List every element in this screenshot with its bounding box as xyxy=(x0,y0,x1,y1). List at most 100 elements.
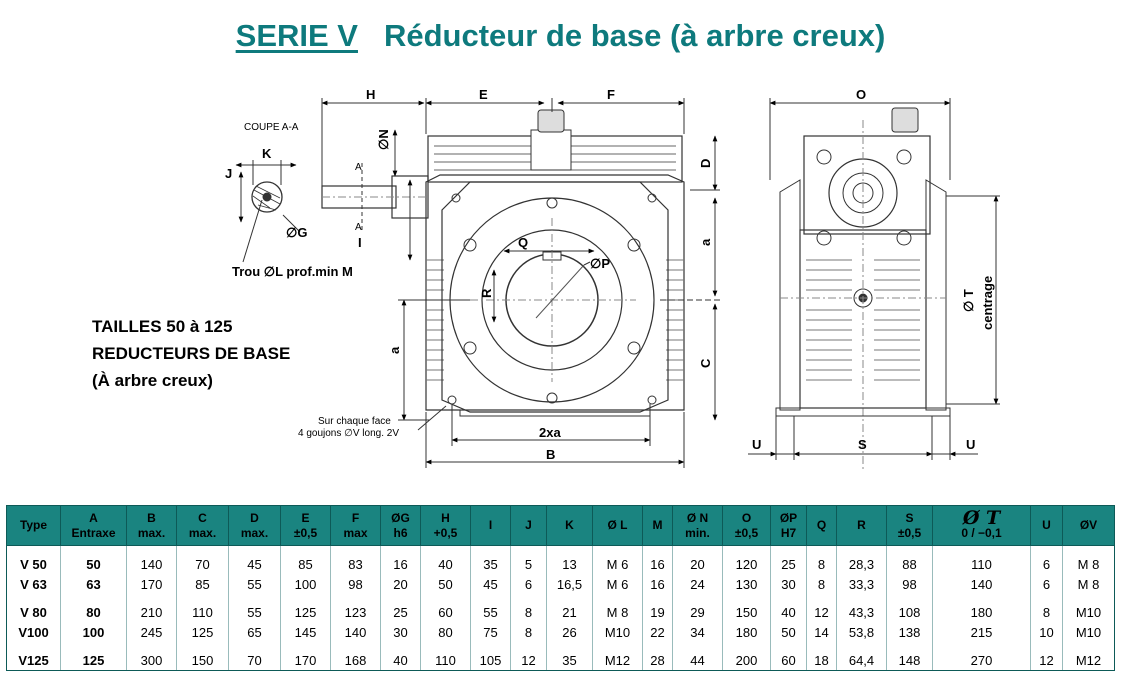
technical-drawing: COUPE A-A K J ∅G Trou ∅L prof.min M xyxy=(225,87,1000,470)
table-cell: 55 xyxy=(228,602,281,622)
spacer-row xyxy=(6,594,1115,602)
table-cell: 60 xyxy=(770,650,807,671)
table-cell: 13 xyxy=(546,554,593,574)
dim-t-label: ∅ T xyxy=(961,289,976,312)
table-cell: 105 xyxy=(470,650,511,671)
table-cell: 125 xyxy=(176,622,229,642)
table-cell: 123 xyxy=(330,602,381,622)
table-cell: 270 xyxy=(932,650,1031,671)
header-sublabel: 0 / −0,1 xyxy=(961,525,1002,540)
table-cell: 83 xyxy=(330,554,381,574)
header-sublabel: +0,5 xyxy=(433,525,458,540)
table-cell: 53,8 xyxy=(836,622,887,642)
spacer-cell xyxy=(420,545,471,554)
dim-g-label: ∅G xyxy=(286,225,307,240)
table-cell: 18 xyxy=(806,650,837,671)
dim-n-label: ∅N xyxy=(376,129,391,150)
spacer-cell xyxy=(510,594,547,602)
table-cell: 28,3 xyxy=(836,554,887,574)
table-cell: 43,3 xyxy=(836,602,887,622)
spacer-cell xyxy=(510,545,547,554)
table-cell: 26 xyxy=(546,622,593,642)
spacer-cell xyxy=(836,642,887,650)
header-sublabel: h6 xyxy=(393,525,408,540)
table-cell: M 6 xyxy=(592,574,643,594)
spacer-cell xyxy=(510,642,547,650)
table-cell: 130 xyxy=(722,574,771,594)
table-cell: 33,3 xyxy=(836,574,887,594)
table-cell: 98 xyxy=(330,574,381,594)
spacer-cell xyxy=(932,545,1031,554)
centrage-label: centrage xyxy=(980,276,995,330)
header-label: S xyxy=(905,510,914,525)
table-cell: 45 xyxy=(228,554,281,574)
table-cell: M12 xyxy=(592,650,643,671)
header-sublabel: ±0,5 xyxy=(897,525,922,540)
header-cell: K xyxy=(546,505,593,546)
table-cell: 145 xyxy=(280,622,331,642)
header-sublabel: ±0,5 xyxy=(293,525,318,540)
dim-p-label: ∅P xyxy=(590,256,610,271)
table-cell: 180 xyxy=(932,602,1031,622)
spacer-cell xyxy=(836,594,887,602)
dim-u-left-label: U xyxy=(752,437,761,452)
table-cell: 120 xyxy=(722,554,771,574)
header-label: ØG xyxy=(391,510,410,525)
table-cell: V 80 xyxy=(6,602,61,622)
table-cell: 20 xyxy=(380,574,421,594)
spacer-cell xyxy=(380,545,421,554)
table-cell: 140 xyxy=(126,554,177,574)
spacer-cell xyxy=(592,545,643,554)
table-cell: M 8 xyxy=(592,602,643,622)
table-cell: 12 xyxy=(510,650,547,671)
table-cell: 210 xyxy=(126,602,177,622)
table-cell: 44 xyxy=(672,650,723,671)
table-cell: 8 xyxy=(1030,602,1063,622)
table-cell: 85 xyxy=(280,554,331,574)
header-sublabel: max. xyxy=(188,525,217,540)
table-cell: 100 xyxy=(60,622,127,642)
table-cell: 125 xyxy=(280,602,331,622)
header-cell: I xyxy=(470,505,511,546)
table-cell: 200 xyxy=(722,650,771,671)
table-cell: 300 xyxy=(126,650,177,671)
spacer-cell xyxy=(642,594,673,602)
table-cell: M10 xyxy=(1062,602,1115,622)
table-cell: 20 xyxy=(672,554,723,574)
spacer-cell xyxy=(420,594,471,602)
spacer-cell xyxy=(672,545,723,554)
table-cell: 10 xyxy=(1030,622,1063,642)
header-cell: R xyxy=(836,505,887,546)
spacer-cell xyxy=(228,642,281,650)
table-cell: 170 xyxy=(126,574,177,594)
spacer-cell xyxy=(722,594,771,602)
spacer-cell xyxy=(806,642,837,650)
spacer-cell xyxy=(60,545,127,554)
spacer-cell xyxy=(330,642,381,650)
spacer-cell xyxy=(546,594,593,602)
dim-b-label: B xyxy=(546,447,555,462)
spacer-cell xyxy=(546,545,593,554)
spacer-cell xyxy=(932,642,1031,650)
spacer-cell xyxy=(280,594,331,602)
spacer-cell xyxy=(770,594,807,602)
spacer-cell xyxy=(380,642,421,650)
table-cell: 125 xyxy=(60,650,127,671)
spacer-row xyxy=(6,642,1115,650)
table-cell: 19 xyxy=(642,602,673,622)
spacer-cell xyxy=(330,545,381,554)
table-cell: 35 xyxy=(470,554,511,574)
spacer-cell xyxy=(228,545,281,554)
table-cell: M 6 xyxy=(592,554,643,574)
dim-f-label: F xyxy=(607,87,615,102)
header-label: C xyxy=(198,510,207,525)
header-cell: Q xyxy=(806,505,837,546)
header-sublabel: max xyxy=(343,525,368,540)
table-cell: 50 xyxy=(60,554,127,574)
table-cell: 245 xyxy=(126,622,177,642)
table-cell: 110 xyxy=(176,602,229,622)
